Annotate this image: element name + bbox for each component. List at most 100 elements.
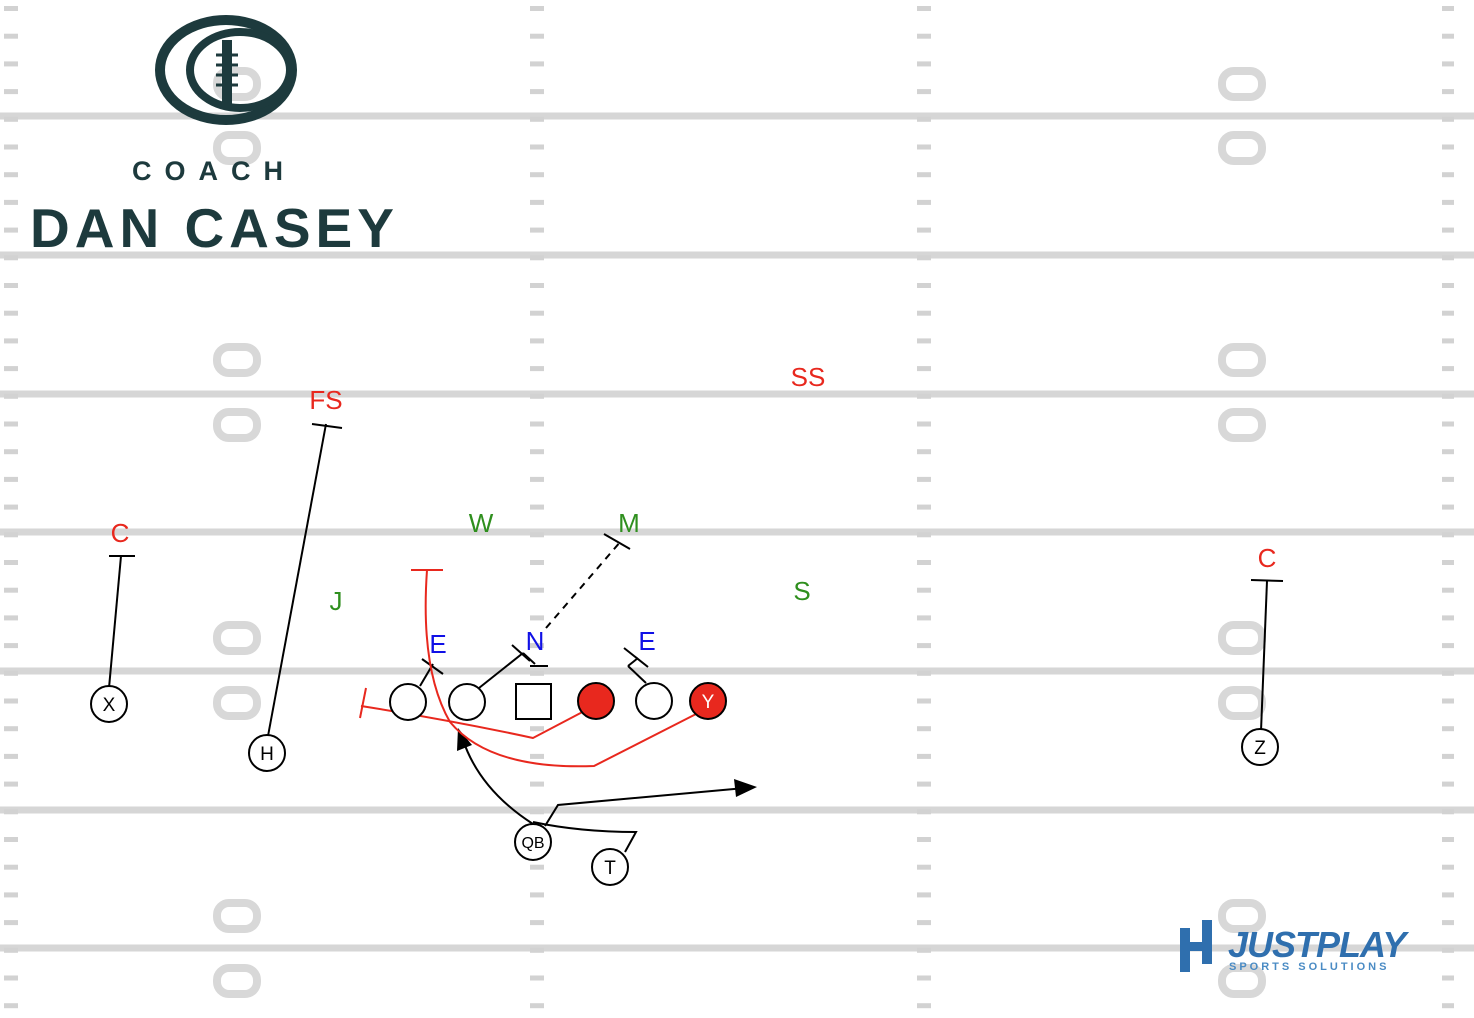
flat-route bbox=[544, 787, 746, 827]
hash-mark bbox=[917, 615, 931, 621]
hash-mark bbox=[917, 892, 931, 898]
yard-number-mark bbox=[1218, 408, 1266, 442]
hash-mark bbox=[917, 476, 931, 482]
hash-mark bbox=[4, 227, 18, 233]
center-block-line bbox=[545, 540, 622, 629]
defender-ss-label: SS bbox=[791, 362, 826, 392]
hash-mark bbox=[4, 809, 18, 815]
player-t-marker bbox=[591, 848, 629, 886]
hash-mark bbox=[530, 227, 544, 233]
hash-mark bbox=[530, 172, 544, 178]
hash-mark bbox=[530, 920, 544, 926]
player-y-marker bbox=[689, 682, 727, 720]
hash-mark bbox=[1442, 199, 1454, 205]
hash-mark bbox=[4, 698, 18, 704]
tackle-block-line bbox=[627, 657, 639, 667]
hash-mark bbox=[530, 1003, 544, 1009]
hash-mark bbox=[1442, 698, 1454, 704]
hash-mark bbox=[1442, 864, 1454, 870]
yard-number-mark bbox=[1218, 621, 1266, 655]
hash-mark bbox=[4, 587, 18, 593]
hash-mark bbox=[530, 116, 544, 122]
corner-drop-line bbox=[108, 555, 122, 689]
hash-mark bbox=[1442, 975, 1454, 981]
hash-mark bbox=[530, 947, 544, 953]
hash-mark bbox=[917, 947, 931, 953]
hash-mark bbox=[4, 61, 18, 67]
hash-mark bbox=[1442, 781, 1454, 787]
player-qb-label: QB bbox=[521, 835, 544, 852]
lineman-right-guard bbox=[577, 682, 615, 720]
hash-mark bbox=[917, 255, 931, 261]
hash-mark bbox=[4, 504, 18, 510]
player-h-marker bbox=[248, 734, 286, 772]
hash-mark bbox=[917, 975, 931, 981]
hash-mark bbox=[1442, 366, 1454, 372]
guard-pull-route bbox=[360, 705, 593, 740]
player-x-label: X bbox=[103, 695, 116, 716]
hash-mark bbox=[530, 33, 544, 39]
hash-mark bbox=[1442, 6, 1454, 11]
justplay-mark-left bbox=[1180, 928, 1190, 972]
yard-number-mark bbox=[1218, 67, 1266, 101]
yard-number-mark bbox=[1218, 964, 1266, 998]
hash-mark bbox=[1442, 421, 1454, 427]
hash-mark bbox=[1442, 393, 1454, 399]
routes bbox=[108, 423, 1284, 853]
hash-mark bbox=[4, 33, 18, 39]
yard-number-mark bbox=[213, 964, 261, 998]
hash-mark bbox=[917, 89, 931, 95]
hash-mark bbox=[1442, 33, 1454, 39]
yard-number-mark bbox=[213, 899, 261, 933]
hash-mark bbox=[1442, 615, 1454, 621]
hash-mark bbox=[530, 61, 544, 67]
yard-number-mark bbox=[1218, 899, 1266, 933]
hash-mark bbox=[530, 283, 544, 288]
hash-mark bbox=[4, 726, 18, 732]
hash-mark bbox=[4, 892, 18, 898]
hash-mark bbox=[1442, 89, 1454, 95]
hash-mark bbox=[917, 61, 931, 67]
hash-mark bbox=[530, 6, 544, 11]
defense-labels: FS SS C C W M J S N E E bbox=[111, 362, 1277, 659]
lineman-center bbox=[515, 683, 552, 720]
hash-mark bbox=[1442, 144, 1454, 150]
hash-mark bbox=[917, 199, 931, 205]
hash-mark bbox=[530, 587, 544, 593]
hash-mark bbox=[530, 892, 544, 898]
sponsor-tagline: SPORTS SOLUTIONS bbox=[1229, 961, 1390, 973]
flat-route-arrowhead bbox=[734, 779, 757, 797]
hash-mark bbox=[4, 920, 18, 926]
hash-mark bbox=[917, 227, 931, 233]
hash-mark bbox=[530, 449, 544, 455]
hash-mark bbox=[4, 144, 18, 150]
hash-mark bbox=[1442, 837, 1454, 842]
hash-mark bbox=[1442, 892, 1454, 898]
hash-mark bbox=[917, 837, 931, 842]
yard-lines bbox=[0, 112, 1474, 952]
lineman-block-line bbox=[478, 652, 524, 689]
hash-mark bbox=[4, 421, 18, 427]
hash-mark bbox=[530, 615, 544, 621]
hash-mark bbox=[530, 199, 544, 205]
hash-mark bbox=[4, 753, 18, 759]
hash-mark bbox=[4, 116, 18, 122]
hash-mark bbox=[1442, 560, 1454, 565]
hash-mark bbox=[530, 393, 544, 399]
hash-mark bbox=[1442, 476, 1454, 482]
lineman-right-tackle bbox=[635, 682, 673, 720]
hash-mark bbox=[530, 670, 544, 676]
hash-mark bbox=[4, 947, 18, 953]
player-z-marker bbox=[1241, 728, 1279, 766]
hash-mark bbox=[530, 255, 544, 261]
justplay-logo-icon bbox=[1180, 920, 1212, 972]
defender-c-right-label: C bbox=[1258, 543, 1277, 573]
hash-mark bbox=[4, 643, 18, 649]
defender-e-left-label: E bbox=[429, 629, 446, 659]
hash-mark bbox=[1442, 449, 1454, 455]
hash-mark bbox=[4, 781, 18, 787]
coach-name: DAN CASEY bbox=[30, 197, 399, 259]
hash-mark bbox=[4, 6, 18, 11]
justplay-mark-bridge bbox=[1186, 942, 1208, 951]
